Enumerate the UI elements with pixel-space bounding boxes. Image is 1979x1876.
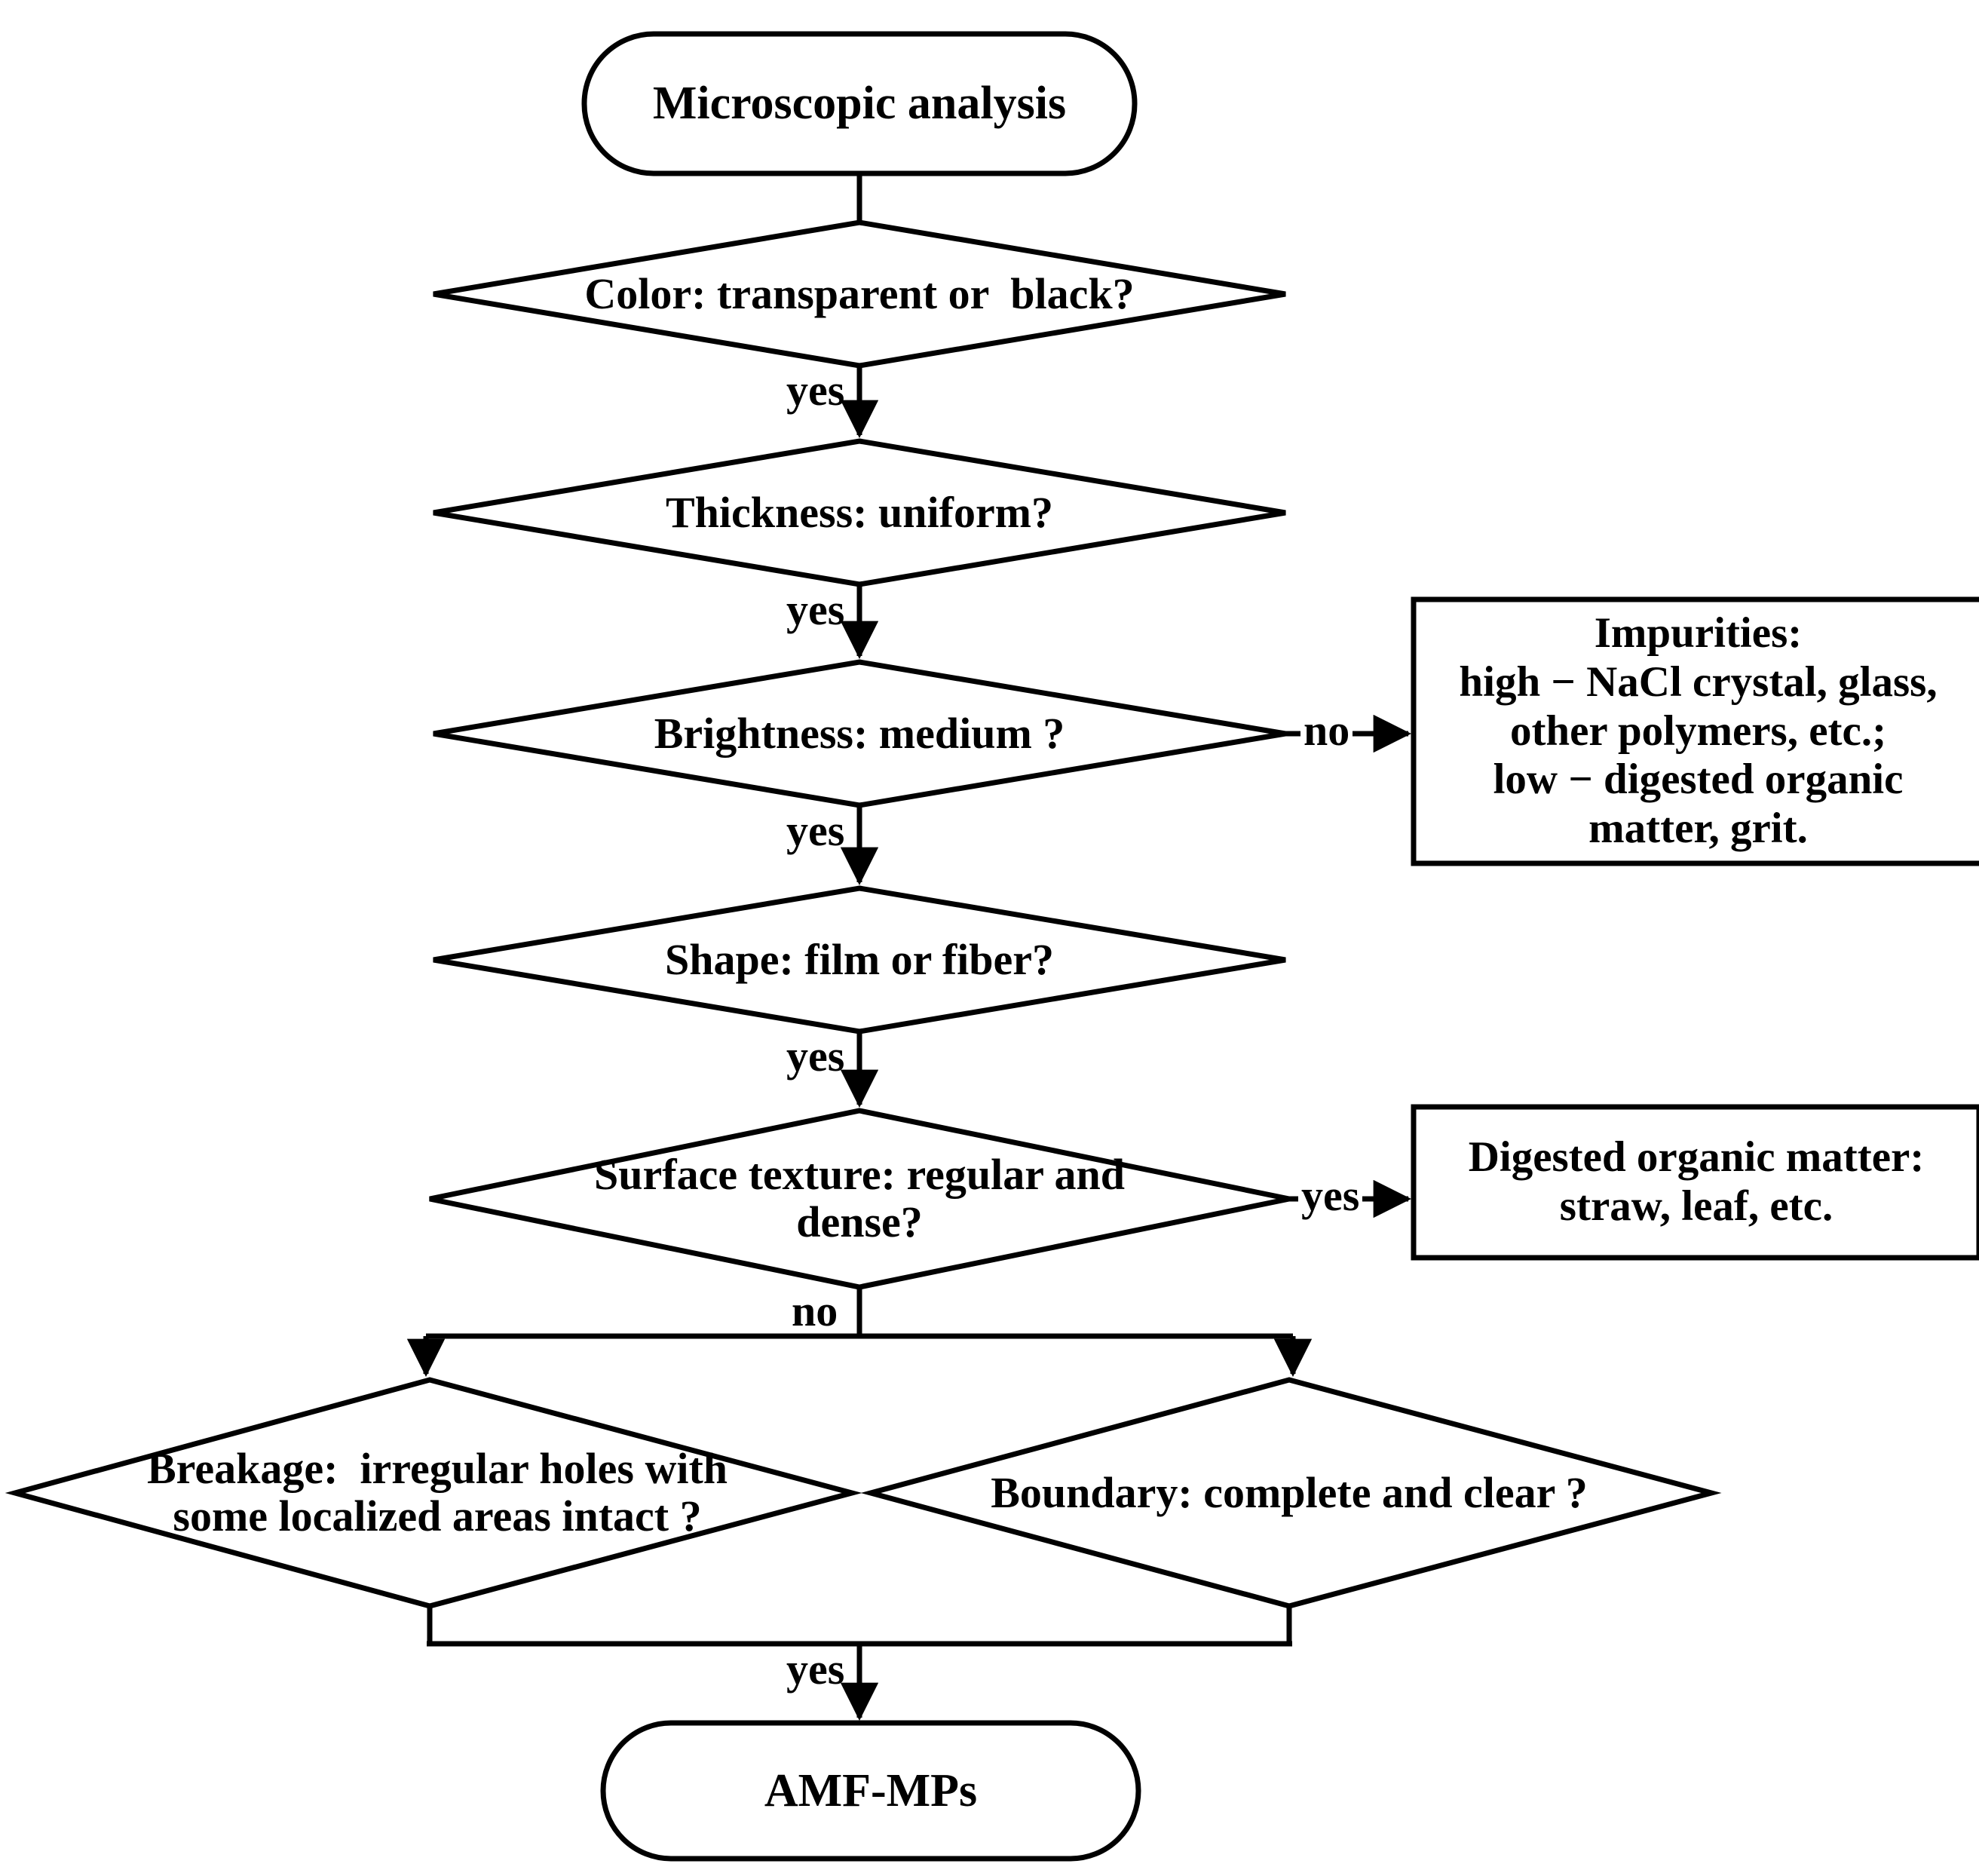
edge-label-shape-to-texture: yes xyxy=(786,1031,845,1081)
node-breakage[interactable] xyxy=(15,1380,852,1606)
node-impurities-shape xyxy=(1411,596,1979,866)
edge-label-texture-to-organic: yes xyxy=(1298,1174,1363,1218)
edge-label-thickness-to-brightness: yes xyxy=(786,585,845,634)
node-impurities[interactable] xyxy=(1414,599,1979,863)
node-color[interactable] xyxy=(433,222,1285,366)
edge-label-merge-to-end: yes xyxy=(786,1645,845,1694)
node-thickness[interactable] xyxy=(433,441,1285,584)
node-texture[interactable] xyxy=(430,1111,1289,1287)
node-organic-shape xyxy=(1411,1104,1979,1261)
edge-label-brightness-to-impurities: no xyxy=(1300,709,1353,753)
node-start-shape xyxy=(581,31,1138,176)
edge-label-brightness-to-shape: yes xyxy=(786,806,845,855)
node-end-shape xyxy=(600,1720,1141,1862)
node-brightness[interactable] xyxy=(433,662,1285,805)
edge-label-texture-to-split: no xyxy=(792,1286,838,1335)
edge-label-color-to-thickness: yes xyxy=(786,366,845,415)
node-organic[interactable] xyxy=(1414,1107,1979,1258)
node-boundary[interactable] xyxy=(871,1380,1711,1606)
node-shape[interactable] xyxy=(433,888,1285,1031)
node-start[interactable] xyxy=(584,34,1135,173)
node-end[interactable] xyxy=(603,1723,1138,1859)
